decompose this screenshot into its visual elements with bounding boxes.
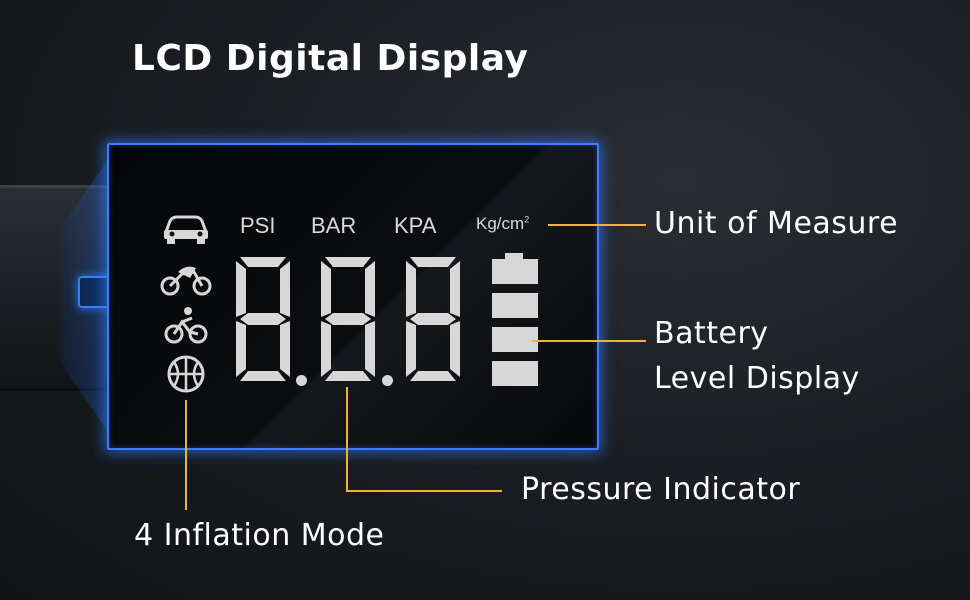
digit-1	[236, 257, 290, 381]
unit-bar: BAR	[311, 213, 357, 238]
decimal-point-1	[296, 375, 307, 386]
unit-kgcm: Kg/cm2	[476, 214, 529, 234]
battery-bar-1	[492, 259, 538, 284]
chip-icon	[78, 276, 112, 308]
motorcycle-icon	[160, 266, 212, 296]
car-icon	[163, 215, 209, 244]
callout-pressure-indicator: Pressure Indicator	[521, 472, 801, 507]
callout-line-unit	[548, 224, 646, 226]
decimal-point-2	[382, 375, 393, 386]
callout-battery-line2: Level Display	[654, 360, 860, 396]
callout-battery-line1: Battery	[654, 316, 769, 351]
callout-line-battery	[532, 340, 646, 342]
battery-bar-2	[492, 293, 538, 318]
unit-kgcm-base: Kg/cm	[476, 214, 525, 233]
ball-icon	[167, 355, 205, 393]
battery-cap	[505, 253, 523, 259]
device-body	[0, 185, 120, 391]
callout-line-pressure-v	[346, 387, 348, 491]
callout-line-mode	[185, 400, 187, 510]
battery-bar-3	[492, 327, 538, 352]
page-title: LCD Digital Display	[132, 38, 529, 79]
digit-2	[321, 257, 375, 381]
callout-line-pressure-h	[346, 490, 502, 492]
unit-psi: PSI	[240, 213, 276, 238]
unit-kgcm-sup: 2	[524, 214, 530, 225]
battery-bar-4	[492, 361, 538, 386]
digit-3	[406, 257, 460, 381]
callout-inflation-mode: 4 Inflation Mode	[134, 518, 385, 553]
unit-kpa: KPA	[394, 213, 437, 238]
callout-unit-of-measure: Unit of Measure	[654, 206, 899, 241]
callout-battery: Battery Level Display	[654, 316, 860, 397]
bicycle-icon	[164, 307, 208, 344]
